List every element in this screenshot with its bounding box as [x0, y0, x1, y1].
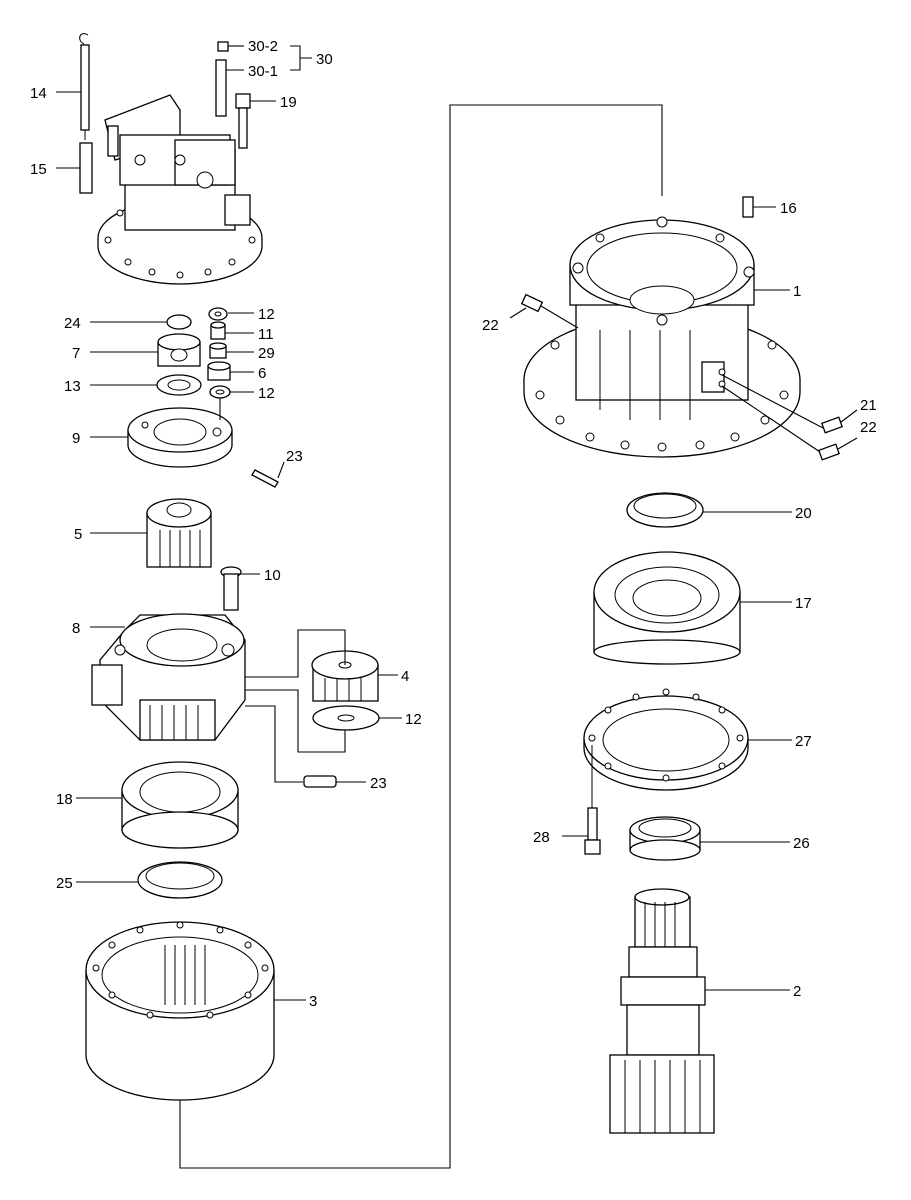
callout-10: 10	[264, 567, 281, 584]
part-23-pin-lower	[303, 775, 337, 788]
leader-lines	[56, 45, 858, 1001]
callout-30-1: 30-1	[248, 63, 278, 80]
part-1-housing	[523, 216, 801, 458]
part-28-bolt	[584, 745, 601, 855]
callout-19: 19	[280, 94, 297, 111]
callout-27: 27	[795, 733, 812, 750]
callout-14: 14	[30, 85, 47, 102]
callout-21: 21	[860, 397, 877, 414]
callout-23-lower: 23	[370, 775, 387, 792]
part-24-o-ring	[166, 314, 192, 330]
part-12-washer-middle	[209, 385, 231, 399]
bracket-line-12	[245, 689, 346, 753]
part-6-small-gear	[207, 361, 231, 381]
callout-11: 11	[258, 326, 274, 343]
callout-29: 29	[258, 345, 275, 362]
part-7-sun-gear	[157, 333, 201, 367]
callout-16: 16	[780, 200, 797, 217]
callout-30-2: 30-2	[248, 38, 278, 55]
callout-30: 30	[316, 51, 333, 68]
part-21-plug	[820, 416, 844, 434]
callout-labels: 14 15 30-2 30-1 30 19 12 11 29 6 12 24 7…	[30, 38, 877, 1010]
callout-18: 18	[56, 791, 73, 808]
part-22-plug-right	[817, 443, 841, 461]
callout-12-lower: 12	[405, 711, 422, 728]
part-12-washer-top	[208, 307, 228, 321]
part-30-2-plug	[217, 41, 229, 52]
callout-25: 25	[56, 875, 73, 892]
part-23-pin-upper	[251, 469, 279, 488]
callout-5: 5	[74, 526, 82, 543]
part-25-seal-ring	[137, 861, 223, 899]
part-22-plug-upper	[520, 293, 544, 313]
part-27-plate	[583, 688, 749, 791]
part-20-seal-ring	[626, 492, 704, 528]
part-15-pipe	[79, 142, 93, 194]
callout-28: 28	[533, 829, 550, 846]
part-9-carrier	[127, 407, 233, 468]
part-12-thrust-washer-lower	[312, 705, 380, 731]
part-13-thrust-plate	[156, 374, 202, 396]
part-3-ring-gear	[85, 921, 275, 1101]
part-18-bearing	[121, 761, 239, 849]
part-17-bearing	[593, 551, 741, 665]
callout-24: 24	[64, 315, 81, 332]
bracket-line-23	[245, 705, 303, 783]
part-10-pin	[220, 566, 242, 611]
callout-15: 15	[30, 161, 47, 178]
part-5-sun-gear	[146, 498, 212, 568]
callout-12-middle: 12	[258, 385, 275, 402]
callout-2: 2	[793, 983, 801, 1000]
callout-1: 1	[793, 283, 801, 300]
part-8-carrier	[91, 613, 246, 741]
callout-8: 8	[72, 620, 80, 637]
part-2-pinion-shaft	[609, 888, 715, 1134]
callout-22-right: 22	[860, 419, 877, 436]
callout-3: 3	[309, 993, 317, 1010]
swing-motor	[97, 94, 263, 285]
part-4-planet-gear	[311, 650, 379, 702]
part-16-pin	[742, 196, 754, 218]
part-30-1-pipe	[215, 59, 227, 117]
callout-17: 17	[795, 595, 812, 612]
part-14-dipstick	[79, 33, 90, 140]
part-19-bolt	[235, 93, 251, 149]
bracket-line-4	[245, 629, 346, 678]
callout-12-top: 12	[258, 306, 275, 323]
callout-7: 7	[72, 345, 80, 362]
callout-9: 9	[72, 430, 80, 447]
callout-23-upper: 23	[286, 448, 303, 465]
callout-6: 6	[258, 365, 266, 382]
callout-22-upper: 22	[482, 317, 499, 334]
part-26-seal	[629, 816, 701, 861]
callout-26: 26	[793, 835, 810, 852]
part-29-ring	[209, 342, 227, 359]
part-11-bushing	[210, 321, 226, 340]
callout-13: 13	[64, 378, 81, 395]
callout-20: 20	[795, 505, 812, 522]
callout-4: 4	[401, 668, 409, 685]
assembly-connector-line	[179, 104, 663, 1169]
